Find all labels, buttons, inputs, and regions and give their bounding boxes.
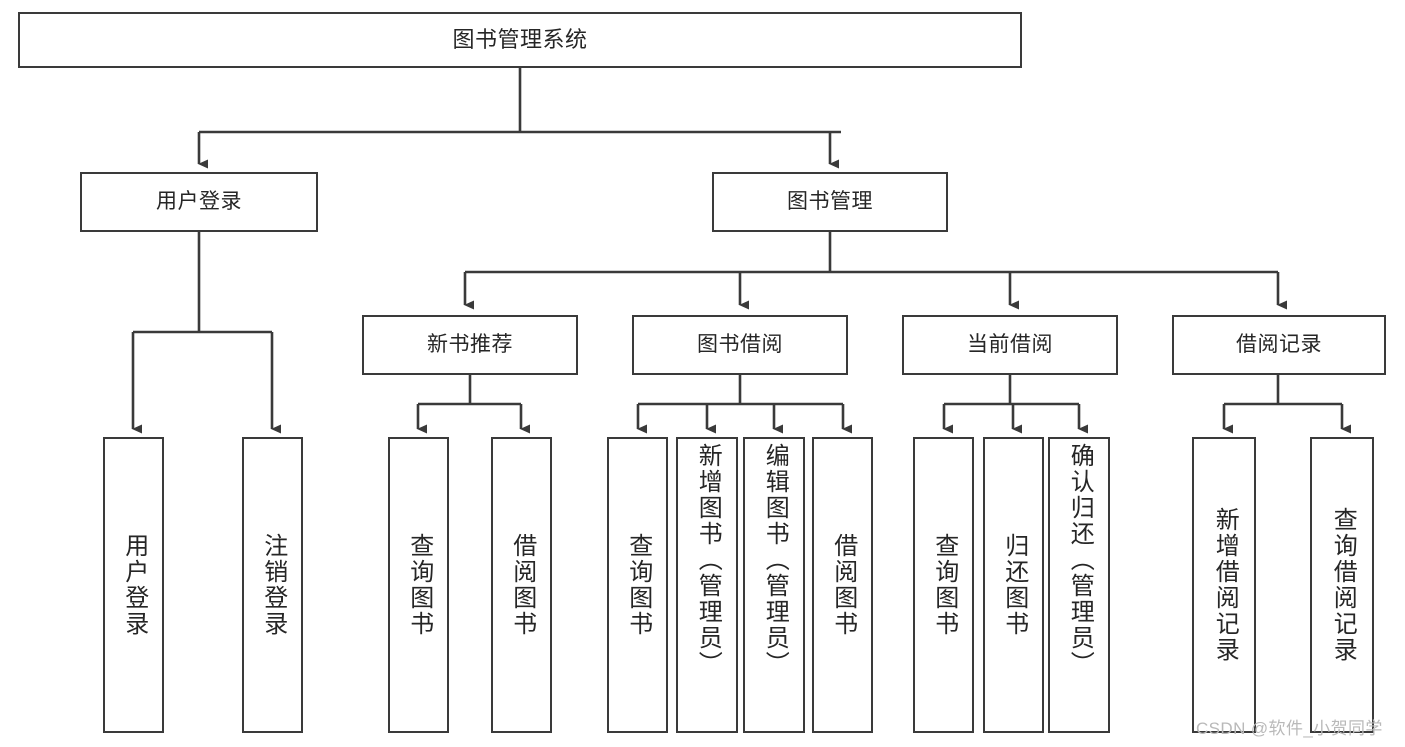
node-user-login-label: 用户登录	[156, 189, 242, 213]
node-borrow-record-label: 借阅记录	[1236, 332, 1322, 356]
leaf-bb-edit-book-label: 编辑图书（管理员）	[761, 443, 789, 677]
node-new-book-recommend[interactable]: 新书推荐	[362, 315, 578, 375]
leaf-bb-add-book-label: 新增图书（管理员）	[694, 443, 722, 677]
leaf-cb-query-book[interactable]: 查询图书	[913, 437, 974, 733]
node-book-borrow[interactable]: 图书借阅	[632, 315, 848, 375]
leaf-bb-query-book-label: 查询图书	[624, 533, 652, 637]
leaf-cb-confirm-return-label: 确认归还（管理员）	[1066, 443, 1094, 677]
leaf-nb-borrow-book[interactable]: 借阅图书	[491, 437, 552, 733]
leaf-bb-add-book[interactable]: 新增图书（管理员）	[676, 437, 738, 733]
leaf-bb-edit-book[interactable]: 编辑图书（管理员）	[743, 437, 805, 733]
node-book-borrow-label: 图书借阅	[697, 332, 783, 356]
leaf-br-add-record[interactable]: 新增借阅记录	[1192, 437, 1256, 733]
node-borrow-record[interactable]: 借阅记录	[1172, 315, 1386, 375]
leaf-cb-return-book-label: 归还图书	[1000, 533, 1028, 637]
leaf-nb-query-book-label: 查询图书	[405, 533, 433, 637]
node-user-login[interactable]: 用户登录	[80, 172, 318, 232]
leaf-cb-return-book[interactable]: 归还图书	[983, 437, 1044, 733]
leaf-br-query-record[interactable]: 查询借阅记录	[1310, 437, 1374, 733]
leaf-cb-confirm-return[interactable]: 确认归还（管理员）	[1048, 437, 1110, 733]
leaf-bb-query-book[interactable]: 查询图书	[607, 437, 668, 733]
node-book-manage[interactable]: 图书管理	[712, 172, 948, 232]
node-root-label: 图书管理系统	[452, 27, 588, 53]
node-book-manage-label: 图书管理	[787, 189, 873, 213]
leaf-nb-borrow-book-label: 借阅图书	[508, 533, 536, 637]
leaf-nb-query-book[interactable]: 查询图书	[388, 437, 449, 733]
leaf-br-query-record-label: 查询借阅记录	[1329, 507, 1357, 663]
node-current-borrow-label: 当前借阅	[967, 332, 1053, 356]
watermark: CSDN @软件_小贺同学	[1196, 719, 1383, 738]
leaf-bb-borrow-book-label: 借阅图书	[829, 533, 857, 637]
leaf-logout[interactable]: 注销登录	[242, 437, 303, 733]
leaf-user-login-label: 用户登录	[120, 533, 148, 637]
node-root[interactable]: 图书管理系统	[18, 12, 1022, 68]
leaf-logout-label: 注销登录	[259, 533, 287, 637]
leaf-user-login[interactable]: 用户登录	[103, 437, 164, 733]
leaf-cb-query-book-label: 查询图书	[930, 533, 958, 637]
leaf-br-add-record-label: 新增借阅记录	[1211, 507, 1239, 663]
node-new-book-recommend-label: 新书推荐	[427, 332, 513, 356]
node-current-borrow[interactable]: 当前借阅	[902, 315, 1118, 375]
leaf-bb-borrow-book[interactable]: 借阅图书	[812, 437, 873, 733]
